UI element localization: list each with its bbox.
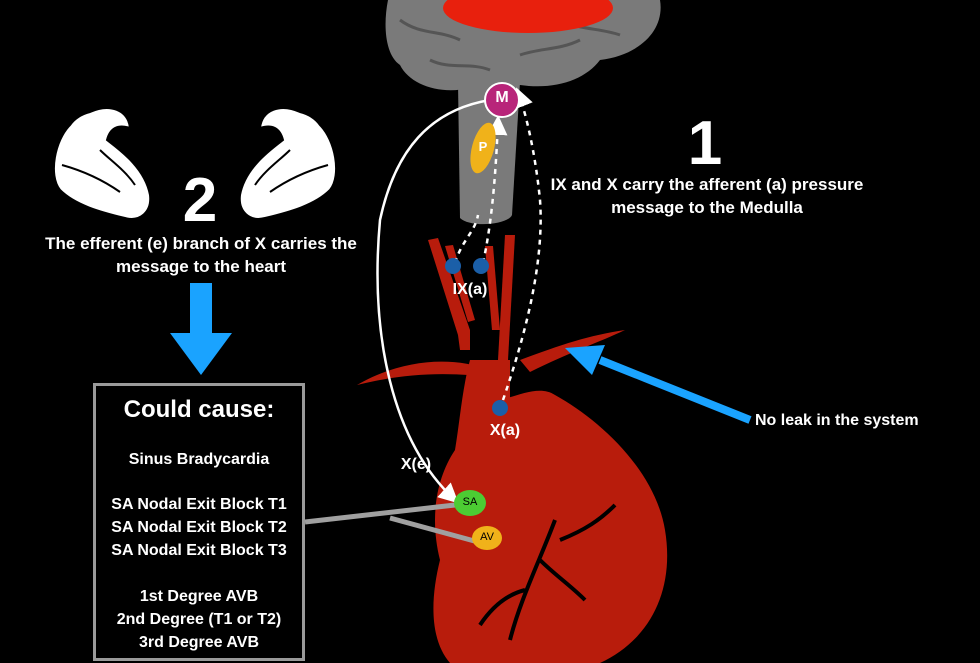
pons-label: P [478,139,488,154]
flexed-bicep-icon-right [238,107,338,220]
ix-afferent-label: IX(a) [452,281,488,298]
x-efferent-label: X(e) [400,456,432,473]
cause-item: SA Nodal Exit Block T1 [111,496,287,513]
cause-item: SA Nodal Exit Block T3 [111,542,287,559]
medulla-label: M [495,89,509,106]
step-2-number: 2 [182,166,218,235]
sa-label: SA [462,496,478,508]
efferent-pathway [376,98,491,504]
step-1-number: 1 [687,109,723,178]
cause-item: 3rd Degree AVB [138,634,260,651]
cause-item: 1st Degree AVB [139,588,259,605]
medulla-node [484,82,520,118]
step-2-text-line2: message to the heart [115,257,287,276]
no-leak-label: No leak in the system [755,412,919,429]
down-arrow-icon [170,283,232,375]
flexed-bicep-icon-left [52,107,152,220]
receptors [445,258,508,416]
brain-highlight [443,0,613,33]
pointer-arrow-icon [565,345,752,424]
pointer-lines [304,502,479,545]
av-label: AV [480,531,494,543]
av-node [472,526,502,550]
afferent-pathways [453,87,542,401]
sa-node [454,490,486,516]
could-cause-title: Could cause: [123,396,275,423]
step-2-text-line1: The efferent (e) branch of X carries the [45,234,357,253]
pons-node [470,122,496,174]
brain [385,0,661,93]
x-afferent-label: X(a) [489,422,521,439]
cause-item: Sinus Bradycardia [128,451,270,468]
cause-item: SA Nodal Exit Block T2 [111,519,287,536]
step-1-text-line2: message to the Medulla [611,198,803,217]
cause-item: 2nd Degree (T1 or T2) [116,611,282,628]
could-cause-box: Could cause: Sinus Bradycardia SA Nodal … [93,383,305,661]
step-1-text-line1: IX and X carry the afferent (a) pressure [550,175,864,194]
